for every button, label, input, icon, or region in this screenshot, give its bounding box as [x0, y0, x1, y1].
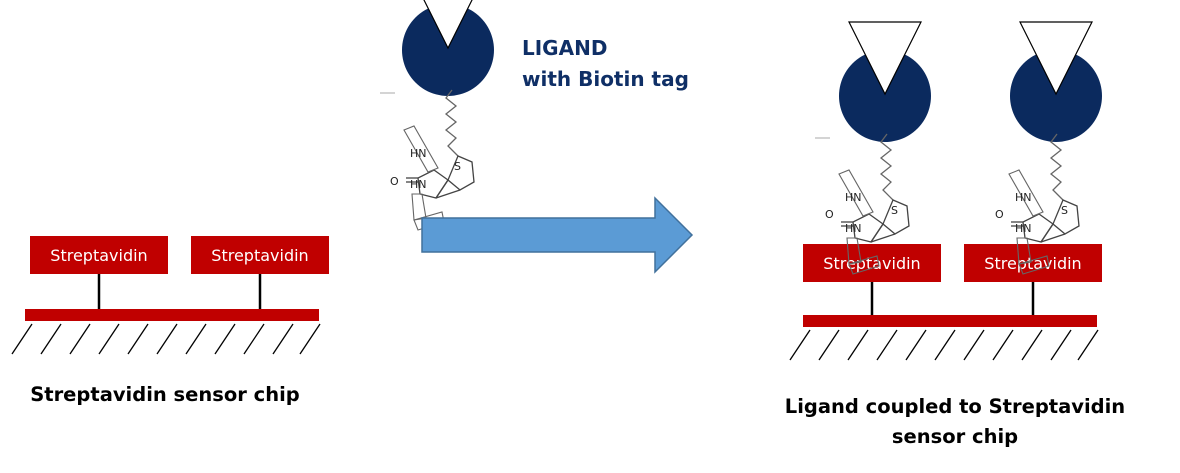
right-streptavidin-box-1: Streptavidin — [803, 244, 941, 282]
biotin-hn-top: HN — [845, 191, 862, 204]
right-chip-group: Streptavidin Streptavidin HN O HN S — [789, 21, 1103, 361]
biotin-hn-bottom: HN — [410, 178, 427, 191]
left-streptavidin-label-1: Streptavidin — [50, 246, 147, 265]
ligand-pacman-icon — [838, 21, 932, 143]
bound-ligand-1: HN O HN S — [815, 21, 932, 275]
biotin-sulfur: S — [454, 160, 461, 173]
left-sensor-chip-bar — [25, 309, 319, 321]
left-chip-group: Streptavidin Streptavidin — [11, 236, 329, 355]
left-caption: Streptavidin sensor chip — [30, 383, 300, 406]
biotin-hn-bottom: HN — [1015, 222, 1032, 235]
right-streptavidin-label-2: Streptavidin — [984, 254, 1081, 273]
left-streptavidin-box-2: Streptavidin — [191, 236, 329, 274]
biotin-hn-top: HN — [410, 147, 427, 160]
biotin-sulfur: S — [891, 204, 898, 217]
biotin-molecule-icon: HN O HN S — [390, 89, 475, 231]
ligand-with-biotin: HN O HN S — [380, 0, 495, 231]
biotin-oxygen: O — [995, 208, 1004, 221]
biotin-oxygen: O — [390, 175, 399, 188]
ligand-label-line2: with Biotin tag — [522, 67, 689, 91]
process-arrow-icon — [421, 196, 694, 274]
biotin-sulfur: S — [1061, 204, 1068, 217]
ligand-label-line1: LIGAND — [522, 36, 608, 60]
biotin-oxygen: O — [825, 208, 834, 221]
right-sensor-chip-bar — [803, 315, 1097, 327]
biotin-molecule-icon: HN O HN S — [825, 133, 910, 275]
right-chip-hatching — [789, 329, 1099, 361]
right-caption-line1: Ligand coupled to Streptavidin — [784, 395, 1126, 418]
ligand-label: LIGAND with Biotin tag — [522, 33, 689, 95]
biotin-molecule-icon: HN O HN S — [995, 133, 1080, 275]
biotin-hn-top: HN — [1015, 191, 1032, 204]
left-streptavidin-label-2: Streptavidin — [211, 246, 308, 265]
biotin-hn-bottom: HN — [845, 222, 862, 235]
left-streptavidin-box-1: Streptavidin — [30, 236, 168, 274]
right-caption: Ligand coupled to Streptavidin sensor ch… — [745, 392, 1165, 452]
ligand-pacman-icon — [401, 0, 495, 97]
bound-ligand-2: HN O HN S — [995, 21, 1103, 275]
right-caption-line2: sensor chip — [891, 425, 1019, 448]
ligand-pacman-icon — [1009, 21, 1103, 143]
left-chip-hatching — [11, 323, 321, 355]
right-streptavidin-label-1: Streptavidin — [823, 254, 920, 273]
right-streptavidin-box-2: Streptavidin — [964, 244, 1102, 282]
